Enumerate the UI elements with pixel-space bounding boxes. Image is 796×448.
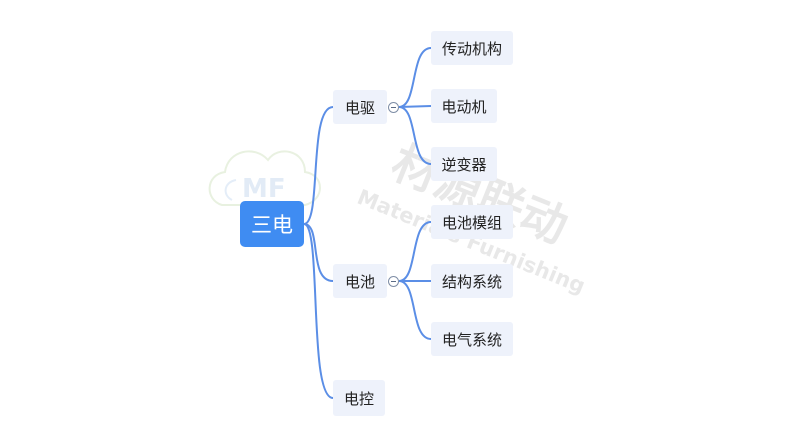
leaf-label: 电动机 <box>441 97 487 116</box>
leaf-node[interactable]: 电动机 <box>431 89 497 123</box>
branch-label: 电控 <box>343 389 374 408</box>
leaf-label: 结构系统 <box>441 272 502 291</box>
connector-line <box>303 223 334 399</box>
connector-line <box>398 280 432 340</box>
leaf-node[interactable]: 电气系统 <box>431 322 513 356</box>
leaf-label: 电池模组 <box>441 213 502 232</box>
connector-line <box>398 221 432 282</box>
connector-line <box>303 106 334 225</box>
root-label: 三电 <box>251 213 293 237</box>
leaf-label: 逆变器 <box>441 155 487 174</box>
leaf-node[interactable]: 结构系统 <box>431 264 513 298</box>
leaf-node[interactable]: 电池模组 <box>431 205 513 239</box>
connector-line <box>398 106 432 165</box>
leaf-node[interactable]: 逆变器 <box>431 147 497 181</box>
branch-label: 电驱 <box>344 98 375 117</box>
leaf-label: 传动机构 <box>441 39 502 58</box>
root-node[interactable]: 三电 <box>240 201 304 247</box>
connector-line <box>398 47 432 108</box>
minus-circle-icon[interactable] <box>388 102 399 113</box>
connector-line <box>303 223 334 282</box>
leaf-label: 电气系统 <box>441 330 502 349</box>
branch-node-battery[interactable]: 电池 <box>333 264 387 298</box>
branch-node-control[interactable]: 电控 <box>333 380 385 416</box>
leaf-node[interactable]: 传动机构 <box>431 31 513 65</box>
branch-node-drive[interactable]: 电驱 <box>333 90 387 124</box>
connector-line <box>398 105 432 108</box>
branch-label: 电池 <box>344 272 375 291</box>
minus-circle-icon[interactable] <box>388 276 399 287</box>
